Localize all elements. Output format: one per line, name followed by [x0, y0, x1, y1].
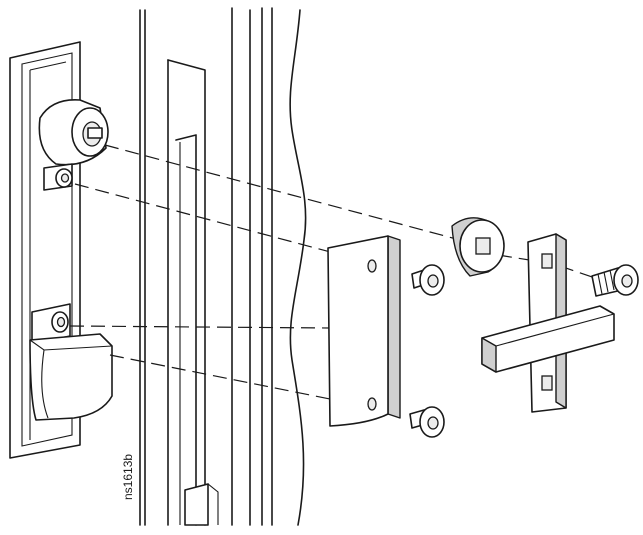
alignment-lines	[69, 144, 596, 403]
bracket-screw-upper	[411, 264, 445, 296]
cam-disc	[451, 217, 505, 277]
mounting-bracket	[327, 235, 401, 427]
bracket-screw-lower	[409, 406, 445, 438]
lower-latch	[29, 303, 113, 421]
figure-reference-label: ns1613b	[121, 453, 135, 500]
rack-frame	[139, 7, 307, 526]
latch-screw	[591, 264, 639, 297]
lock-cylinder	[38, 99, 109, 191]
latch-bar	[481, 233, 615, 413]
